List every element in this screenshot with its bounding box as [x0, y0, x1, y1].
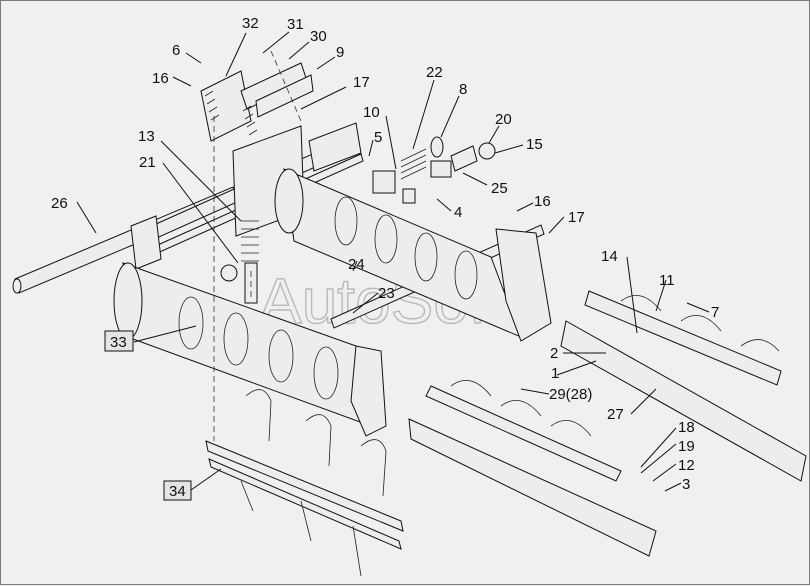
- callout-18: 18: [678, 419, 695, 436]
- boxed-callout-33: 33: [104, 330, 134, 352]
- callout-21: 21: [139, 154, 156, 171]
- callout-17-top: 17: [353, 74, 370, 91]
- cutter-bar-27: [560, 290, 807, 482]
- callout-31: 31: [287, 16, 304, 33]
- callout-17-right: 17: [568, 209, 585, 226]
- callout-1: 1: [551, 365, 559, 382]
- callout-29-28: 29(28): [549, 386, 592, 403]
- callout-2: 2: [550, 345, 558, 362]
- callout-16-top: 16: [152, 70, 169, 87]
- callout-3: 3: [682, 476, 690, 493]
- callout-27: 27: [607, 406, 624, 423]
- callout-23: 23: [378, 285, 395, 302]
- callout-19: 19: [678, 438, 695, 455]
- callout-14: 14: [601, 248, 618, 265]
- roller-rear: [274, 168, 552, 342]
- top-bracket-assembly: [200, 62, 314, 142]
- callout-7: 7: [711, 304, 719, 321]
- callout-11: 11: [659, 272, 675, 289]
- callout-22: 22: [426, 64, 443, 81]
- boxed-callout-33-text: 33: [110, 334, 127, 351]
- callout-4: 4: [454, 204, 462, 221]
- callout-20: 20: [495, 111, 512, 128]
- leader-lines: [76, 31, 710, 492]
- callout-24: 24: [348, 256, 365, 273]
- callout-6: 6: [172, 42, 180, 59]
- callout-labels: 32 31 30 6 9 16 17 22 8 10 20 15 5 13 21…: [51, 15, 719, 493]
- callout-12: 12: [678, 457, 695, 474]
- callout-25: 25: [491, 180, 508, 197]
- callout-16-right: 16: [534, 193, 551, 210]
- tine-frame-34: [205, 389, 404, 577]
- dashed-guide-line-top: [270, 50, 302, 122]
- callout-5: 5: [374, 129, 382, 146]
- callout-10: 10: [363, 104, 380, 121]
- callout-30: 30: [310, 28, 327, 45]
- callout-26: 26: [51, 195, 68, 212]
- boxed-callout-34: 34: [163, 480, 192, 501]
- callout-15: 15: [526, 136, 543, 153]
- callout-13: 13: [138, 128, 155, 145]
- callout-8: 8: [459, 81, 467, 98]
- spring-and-bushings: [372, 136, 496, 204]
- boxed-callout-34-text: 34: [169, 483, 186, 500]
- callout-9: 9: [336, 44, 344, 61]
- callout-32: 32: [242, 15, 259, 32]
- cutter-bar-29: [408, 379, 657, 557]
